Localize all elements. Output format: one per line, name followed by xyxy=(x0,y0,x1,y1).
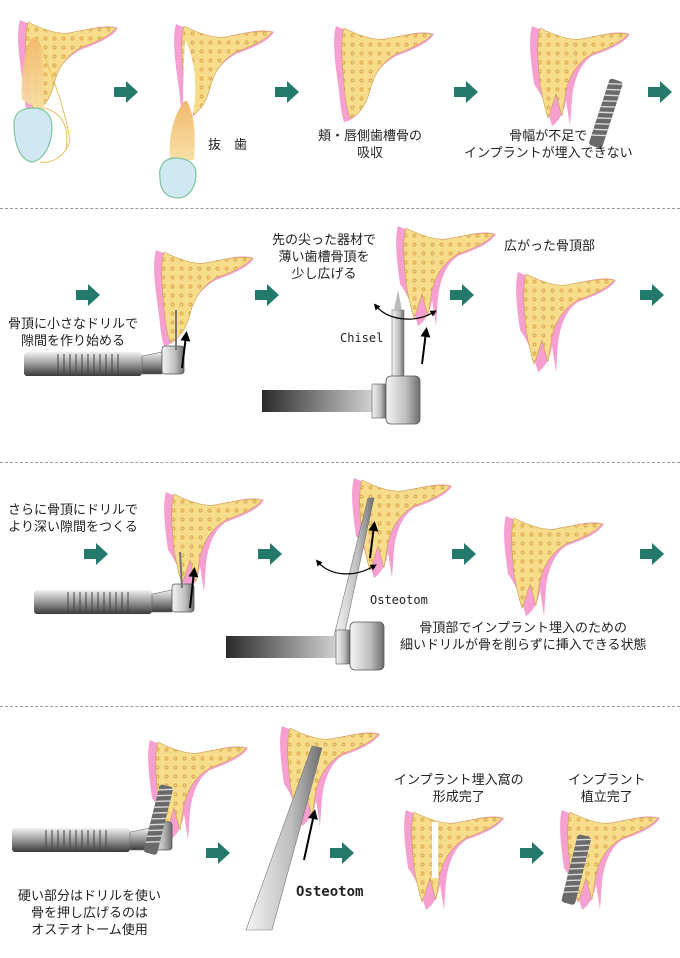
flow-arrow xyxy=(114,81,138,103)
label-drill-deeper: さらに骨頂にドリルで より深い隙間をつくる xyxy=(8,503,139,535)
step-tooth-in-bone xyxy=(13,19,119,163)
section-divider xyxy=(0,706,680,707)
flow-arrow xyxy=(450,284,474,306)
step-thin-drill-ready xyxy=(503,515,605,617)
label-thin-drill-ready: 骨頂部でインプラント埋入のための 細いドリルが骨を削らずに挿入できる状態 xyxy=(400,621,647,653)
label-resorption: 頬・唇側歯槽骨の 吸収 xyxy=(318,129,423,161)
flow-arrow xyxy=(454,81,478,103)
flow-arrow xyxy=(330,842,354,864)
flow-arrow xyxy=(640,543,664,565)
step-drill-start xyxy=(23,249,255,377)
flow-arrow xyxy=(452,543,476,565)
step-widened xyxy=(515,271,617,373)
label-hard-part: 硬い部分はドリルを使い 骨を押し広げるのは オステオトーム使用 xyxy=(18,889,162,938)
step-hard-part-drill xyxy=(11,739,249,857)
label-widened: 広がった骨頂部 xyxy=(504,239,596,254)
flow-arrow xyxy=(520,842,544,864)
flow-arrow xyxy=(76,284,100,306)
label-osteotom-large: Osteotom xyxy=(296,884,364,900)
label-extraction: 抜 歯 xyxy=(208,138,248,153)
flow-arrow xyxy=(648,81,672,103)
step-osteotom-large xyxy=(245,725,381,931)
label-osteotom: Osteotom xyxy=(370,593,428,607)
step-extraction xyxy=(159,23,275,199)
label-implant-done: インプラント 植立完了 xyxy=(568,773,646,805)
section-divider xyxy=(0,462,680,463)
flow-arrow xyxy=(640,284,664,306)
step-chisel xyxy=(261,225,497,425)
label-socket-done: インプラント埋入窩の 形成完了 xyxy=(394,773,524,805)
step-socket-done xyxy=(403,809,505,911)
section-divider xyxy=(0,208,680,209)
label-insufficient-bone: 骨幅が不足で インプラントが埋入できない xyxy=(464,129,633,161)
flow-arrow xyxy=(255,284,279,306)
flow-arrow xyxy=(258,543,282,565)
step-implant-done xyxy=(559,809,661,911)
flow-arrow xyxy=(84,543,108,565)
step-osteotom xyxy=(225,477,453,671)
flow-arrow xyxy=(206,842,230,864)
flow-arrow xyxy=(275,81,299,103)
step-drill-deeper xyxy=(33,491,265,615)
label-sharp-tool: 先の尖った器材で 薄い歯槽骨頂を 少し広げる xyxy=(272,233,377,282)
step-resorption xyxy=(333,25,435,123)
label-drill-start: 骨頂に小さなドリルで 隙間を作り始める xyxy=(8,317,139,349)
label-chisel: Chisel xyxy=(340,331,384,345)
